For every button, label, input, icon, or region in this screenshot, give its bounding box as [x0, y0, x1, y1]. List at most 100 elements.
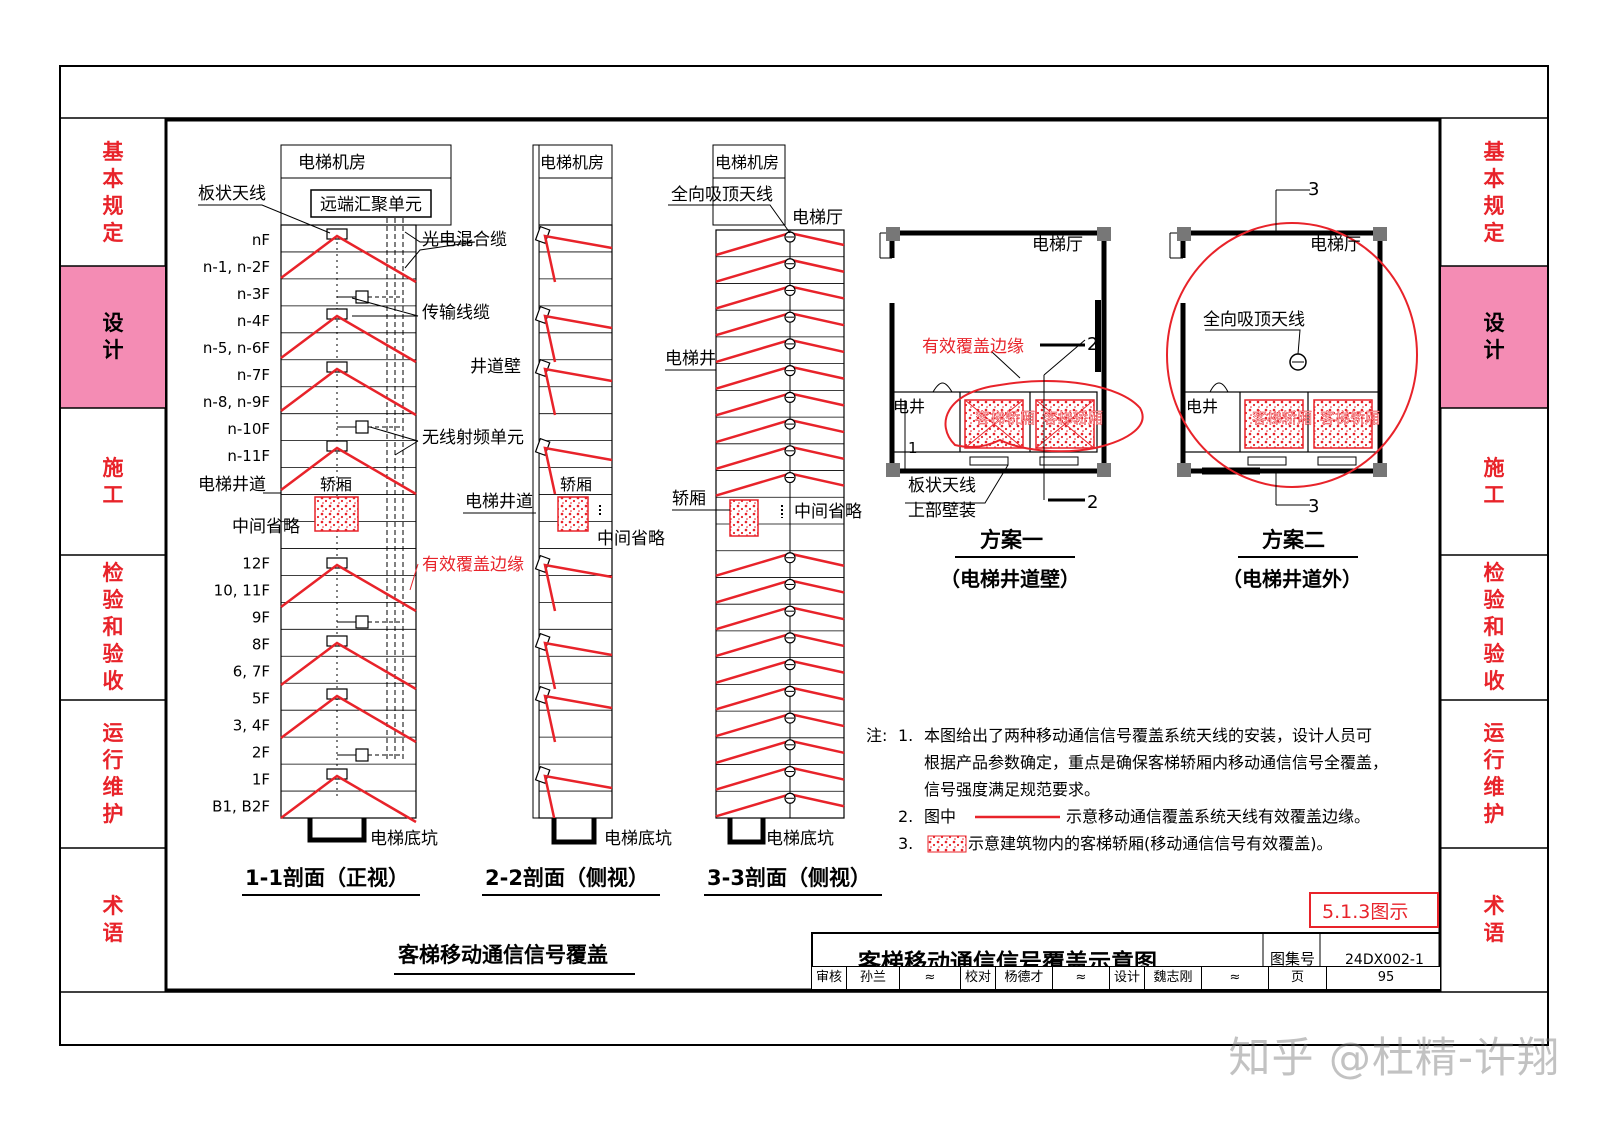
- reviewer-signature: ≈: [900, 967, 961, 989]
- floor-label: n-4F: [237, 312, 270, 330]
- plan1-car-a-label: 客梯轿厢: [975, 409, 1035, 427]
- side-tab-label: 检验和验收: [102, 561, 124, 693]
- plan1-car-b-label: 客梯轿厢: [1043, 409, 1103, 427]
- coverage-edge-line: [543, 641, 613, 690]
- coverage-edge-line: [715, 792, 845, 818]
- left-tab-construction[interactable]: 施工: [61, 408, 165, 555]
- left-tab-operation[interactable]: 运行维护: [61, 700, 165, 848]
- side-tab-label: 术语: [1483, 894, 1505, 945]
- rf-unit-icon: [355, 615, 369, 629]
- plan1-hall-label: 电梯厅: [1032, 235, 1083, 255]
- pit-label-2: 电梯底坑: [604, 829, 672, 849]
- coverage-edge-line: [280, 234, 417, 284]
- coverage-edge-line: [715, 659, 845, 684]
- shaft-2-2-floor-lines: [539, 251, 612, 792]
- notes-prefix: 注:: [866, 726, 887, 745]
- checker-signature: ≈: [1053, 967, 1110, 989]
- coverage-edge-line: [715, 258, 845, 283]
- pit-1-1: [307, 818, 367, 843]
- coverage-edge-line: [715, 365, 845, 390]
- plan1-antenna-label: 板状天线: [908, 476, 976, 496]
- side-tab-label: 基本规定: [1483, 140, 1505, 245]
- panel-antenna-icon: [326, 308, 348, 320]
- omit-label-1: 中间省略: [232, 517, 300, 537]
- notes: 注: 1. 本图给出了两种移动通信信号覆盖系统天线的安装，设计人员可 根据产品参…: [866, 726, 1388, 853]
- right-tab-inspection[interactable]: 检验和验收: [1441, 555, 1547, 700]
- drawing-frame: [164, 118, 1442, 992]
- machine-room-label-2: 电梯机房: [540, 153, 604, 172]
- remote-unit-box: [310, 189, 432, 218]
- plan2-car-a-label: 客梯轿厢: [1252, 409, 1312, 427]
- floor-label: n-10F: [227, 420, 270, 438]
- coverage-edge-line: [715, 418, 845, 444]
- rf-unit-label: 无线射频单元: [422, 428, 524, 448]
- plan1-coverage-label: 有效覆盖边缘: [922, 337, 1024, 357]
- shaft-1-1-floor-lines: [281, 251, 416, 792]
- check-label: 校对: [961, 967, 996, 989]
- left-tab-basic[interactable]: 基本规定: [61, 120, 165, 266]
- side-tab-label: 施工: [1483, 455, 1505, 507]
- right-tab-basic[interactable]: 基本规定: [1441, 120, 1547, 266]
- section-1-1-title: 1-1剖面（正视）: [245, 866, 409, 890]
- shaft-1-1-rf-units: [337, 290, 403, 762]
- plan1-mount-label: 上部壁装: [908, 501, 976, 521]
- panel-antenna-icon: [326, 228, 348, 240]
- coverage-edge-line: [280, 641, 417, 691]
- floor-label: n-3F: [237, 285, 270, 303]
- coverage-edge-line: [715, 686, 845, 711]
- shaft-label-3: 电梯井: [665, 349, 716, 369]
- car-label-3: 轿厢: [672, 489, 706, 509]
- car-1-1: [314, 496, 359, 532]
- coverage-edge-line: [715, 472, 845, 497]
- car-label-2: 轿厢: [560, 475, 592, 494]
- watermark: 知乎 @杜精-许翔: [1228, 1033, 1560, 1082]
- side-tab-label: 检验和验收: [1483, 561, 1505, 693]
- side-tab-label: 施工: [102, 455, 124, 507]
- plan2-title: 方案二: [1262, 528, 1325, 552]
- pit-2-2: [551, 818, 597, 845]
- plan2-car-b: [1313, 399, 1373, 449]
- coverage-edge-line: [715, 285, 845, 310]
- coverage-edge-line: [280, 774, 417, 824]
- pit-3-3: [727, 818, 766, 845]
- plan2-car-b-label: 客梯轿厢: [1320, 409, 1380, 427]
- note3-car-sample: [927, 835, 967, 853]
- right-tab-design[interactable]: 设计: [1441, 266, 1547, 408]
- shaft-3-3-floor-lines: [716, 256, 844, 792]
- coverage-edge-line: [715, 338, 845, 364]
- side-tab-label: 术语: [102, 894, 124, 945]
- left-tab-design[interactable]: 设计: [61, 266, 165, 408]
- floor-label: 3, 4F: [233, 716, 270, 734]
- right-tab-terms[interactable]: 术语: [1441, 848, 1547, 992]
- floor-label: 2F: [252, 743, 270, 761]
- reviewer-name: 孙兰: [847, 967, 900, 989]
- note2-b: 示意移动通信覆盖系统天线有效覆盖边缘。: [1066, 807, 1370, 826]
- right-tab-construction[interactable]: 施工: [1441, 408, 1547, 555]
- shaft-2-2-antennas: [534, 225, 613, 823]
- pit-label-3: 电梯底坑: [766, 829, 834, 849]
- coverage-edge-line: [280, 694, 417, 744]
- shaft-1-1-antennas: [326, 228, 348, 780]
- right-tab-operation[interactable]: 运行维护: [1441, 700, 1547, 848]
- floor-label: 10, 11F: [214, 582, 270, 600]
- design-label: 设计: [1110, 967, 1145, 989]
- coverage-edge-line: [715, 605, 845, 631]
- coverage-edge-line: [715, 739, 845, 765]
- plan2-car-a: [1244, 399, 1304, 449]
- panel-antenna-label: 板状天线: [198, 184, 266, 204]
- figure-tag: 5.1.3图示: [1322, 901, 1408, 923]
- car-2-2: [557, 496, 589, 532]
- left-tab-inspection[interactable]: 检验和验收: [61, 555, 165, 700]
- floor-label: 9F: [252, 609, 270, 627]
- right-tab-active-bg: [1441, 266, 1547, 408]
- floor-label: n-8, n-9F: [203, 393, 270, 411]
- plan2-well-label: 电井: [1186, 397, 1218, 416]
- plan2-hall-label: 电梯厅: [1310, 235, 1361, 255]
- floor-label: n-11F: [227, 447, 270, 465]
- plan1-mark-1: 1: [908, 439, 918, 457]
- side-tab-label: 设计: [102, 311, 124, 362]
- left-tab-terms[interactable]: 术语: [61, 848, 165, 992]
- coverage-edge-line: [280, 367, 417, 417]
- note2-a: 图中: [924, 807, 956, 826]
